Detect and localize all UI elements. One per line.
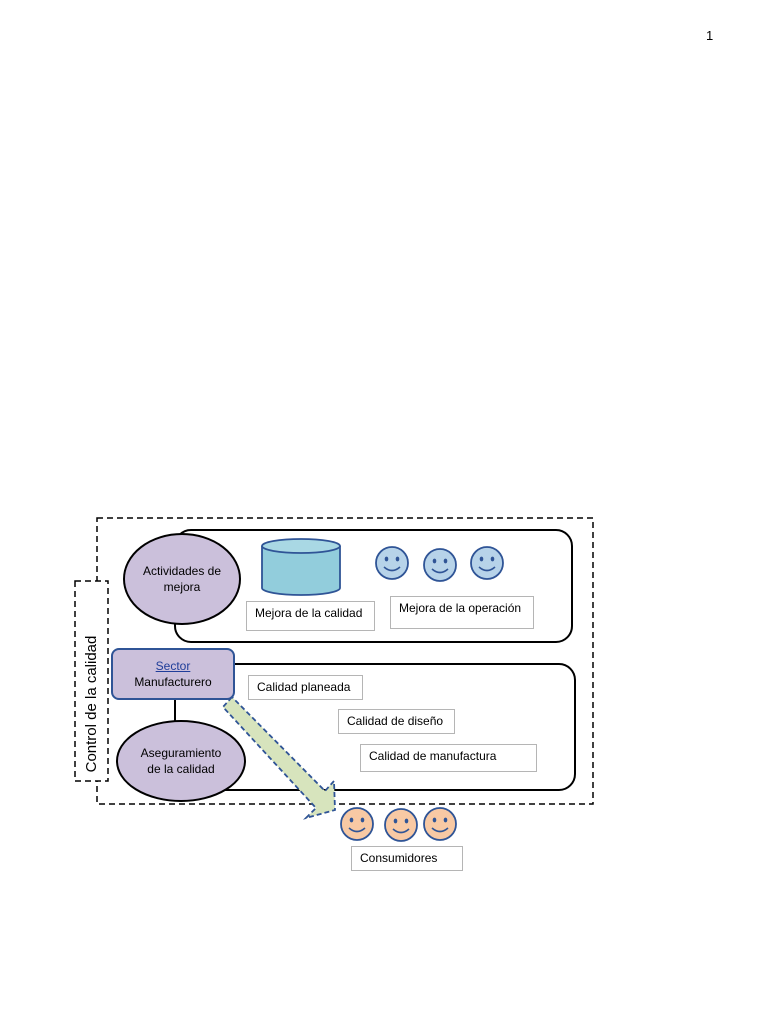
smiley-icon <box>470 546 504 580</box>
database-cylinder-icon <box>261 538 341 596</box>
quality-improvement-box: Mejora de la calidad <box>246 601 375 631</box>
design-quality-box: Calidad de diseño <box>338 709 455 734</box>
assurance-ellipse <box>116 720 246 802</box>
planned-quality-box: Calidad planeada <box>248 675 363 700</box>
sector-subtitle: Manufacturero <box>134 675 212 689</box>
improvement-activities-label: Actividades de mejora <box>142 564 222 594</box>
consumers-box: Consumidores <box>351 846 463 871</box>
side-dashed-box <box>74 580 109 782</box>
consumer-smiley-icon <box>340 807 374 841</box>
sector-to-consumers-arrow <box>221 695 336 820</box>
consumer-smiley-icon <box>423 807 457 841</box>
manufacturing-sector-label: Sector Manufacturero <box>112 649 234 699</box>
manufacturing-quality-box: Calidad de manufactura <box>360 744 537 772</box>
page-number: 1 <box>706 28 714 43</box>
smiley-icon <box>423 548 457 582</box>
operation-improvement-box: Mejora de la operación <box>390 596 534 629</box>
sector-link[interactable]: Sector <box>155 659 191 673</box>
quality-assurance-label: Aseguramiento de la calidad <box>140 746 222 776</box>
smiley-icon <box>375 546 409 580</box>
improvement-ellipse <box>123 533 241 625</box>
quality-control-label: Control de la calidad <box>83 635 100 773</box>
consumer-smiley-icon <box>384 808 418 842</box>
sector-box <box>111 648 235 700</box>
